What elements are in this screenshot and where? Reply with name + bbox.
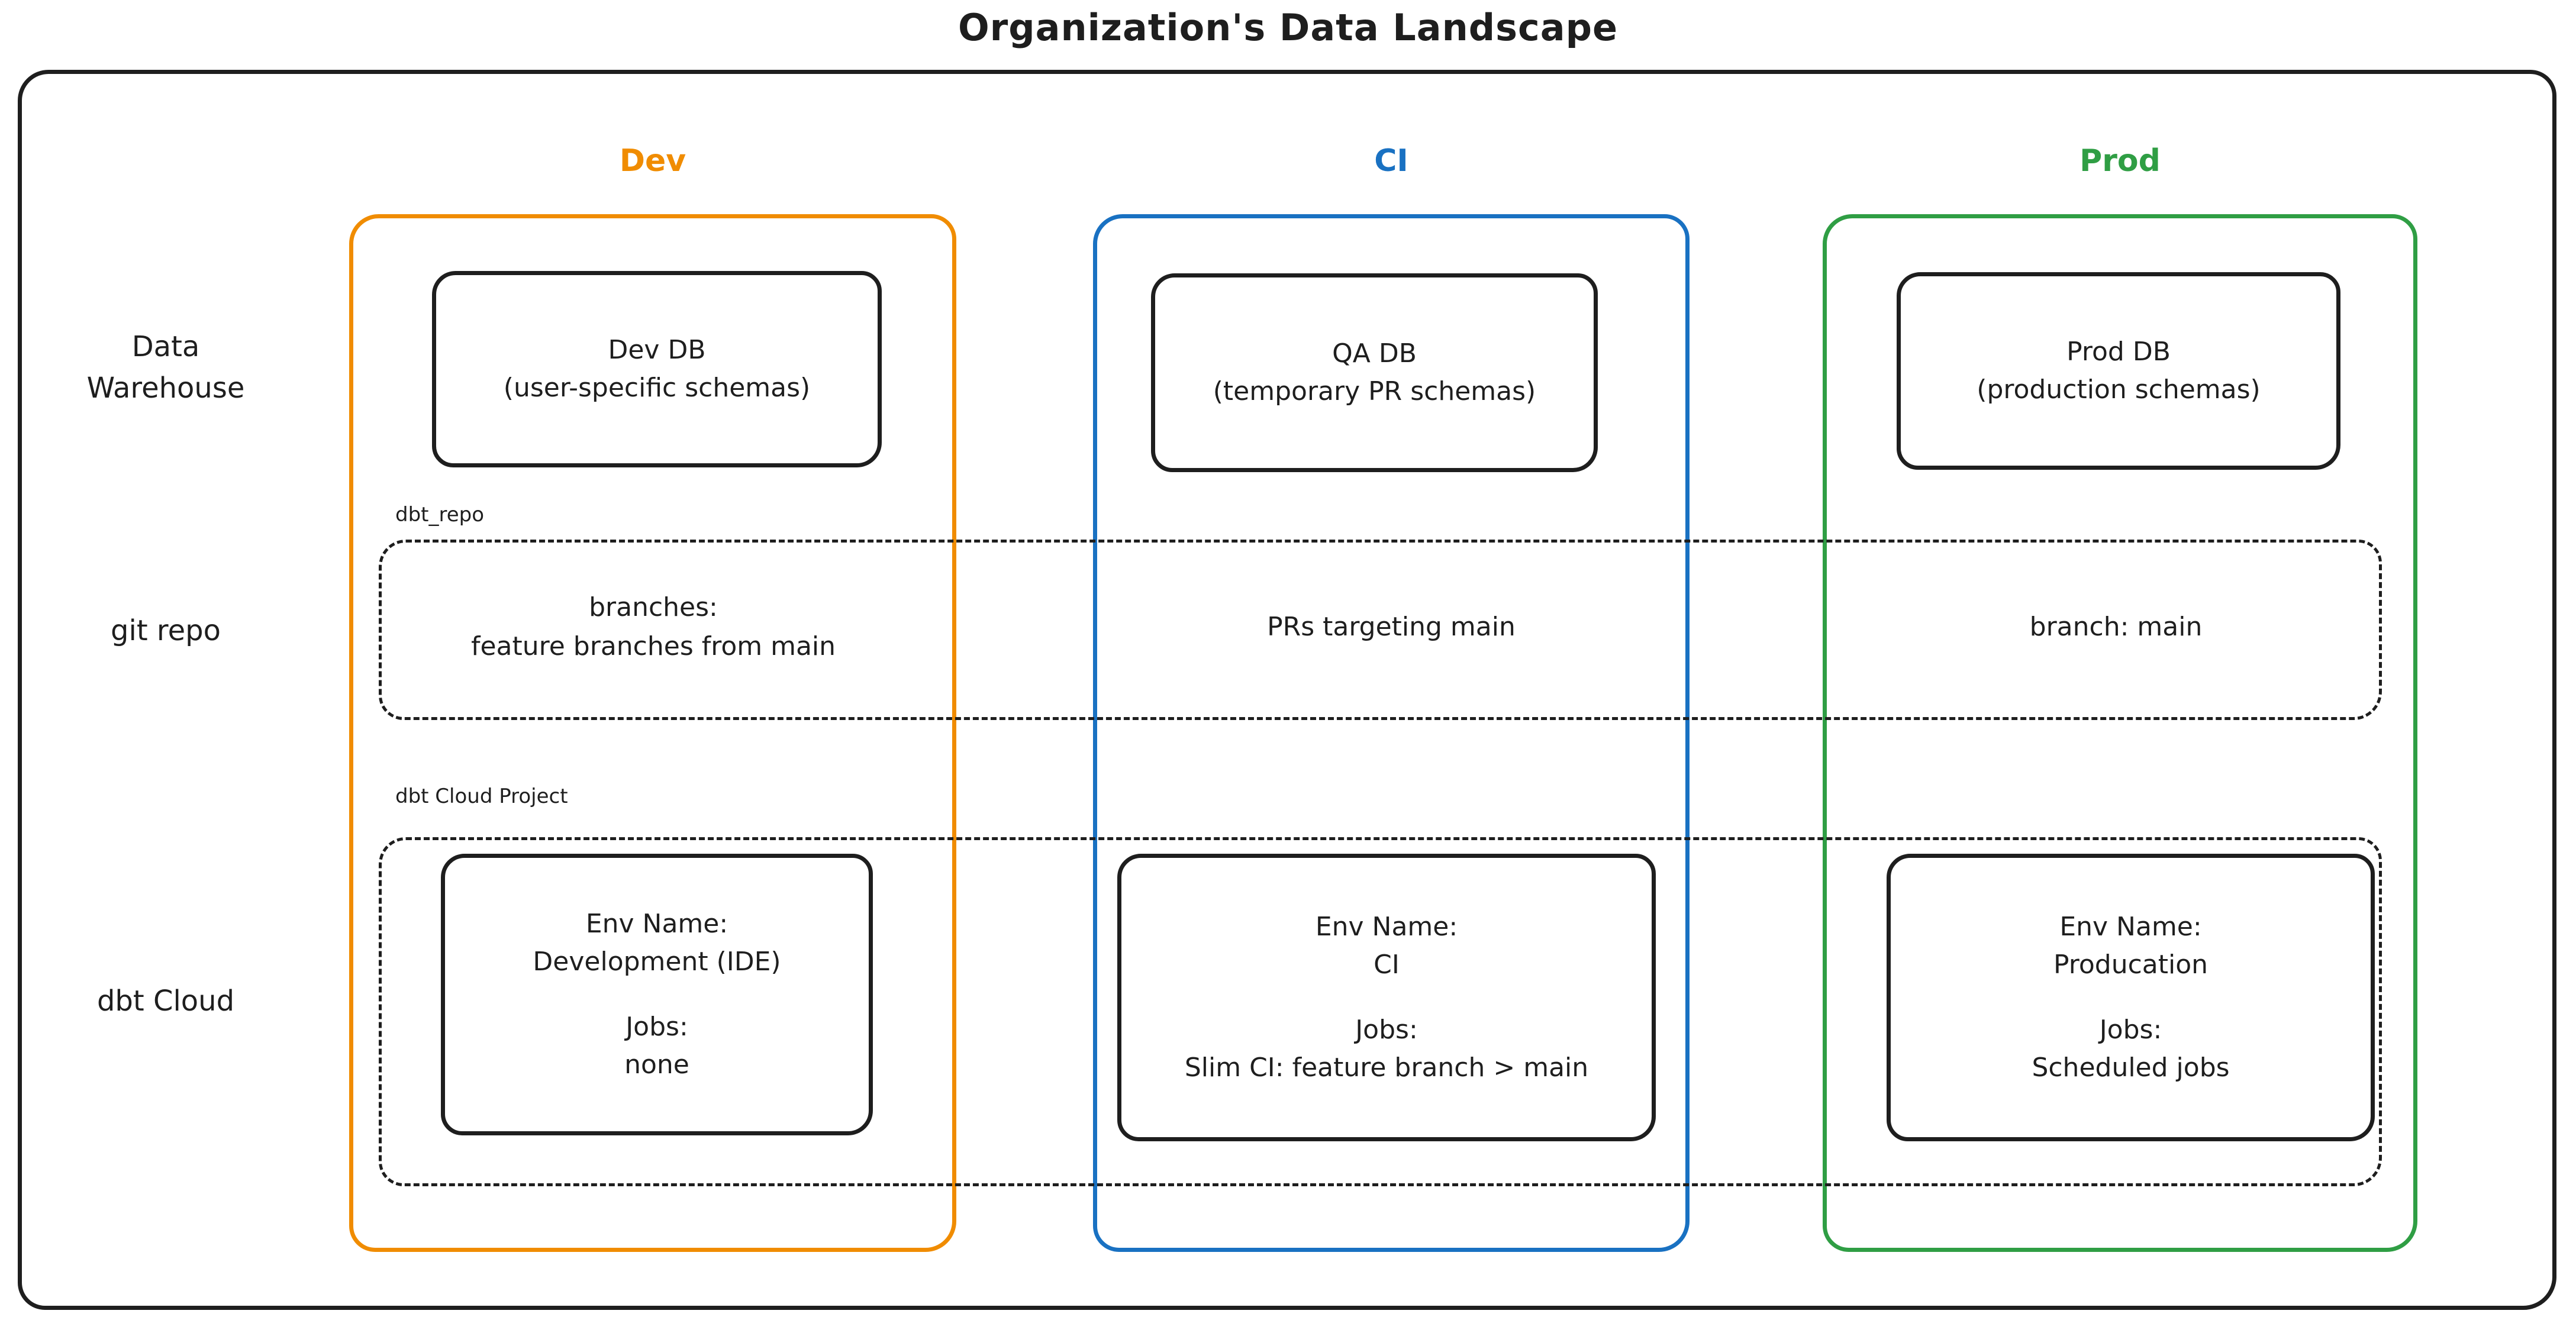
ci-env-name: CI xyxy=(1374,950,1400,980)
dev-db-subtitle: (user-specific schemas) xyxy=(503,373,811,403)
ci-jobs-label: Jobs: xyxy=(1355,1015,1418,1045)
prod-env-label: Env Name: xyxy=(2059,912,2202,942)
git-cell-prod: branch: main xyxy=(2029,612,2203,642)
qa-db-subtitle: (temporary PR schemas) xyxy=(1213,376,1536,406)
ci-column-outline xyxy=(1093,214,1690,1252)
ci-env-label: Env Name: xyxy=(1315,912,1458,942)
dev-jobs-label: Jobs: xyxy=(626,1012,688,1042)
dbt-env-prod-box: Env Name: Producation Jobs: Scheduled jo… xyxy=(1887,854,2375,1141)
git-cell-dev: branches: feature branches from main xyxy=(470,592,836,661)
dev-env-name: Development (IDE) xyxy=(533,947,781,977)
row-label-dbt-cloud: dbt Cloud xyxy=(96,984,235,1018)
dbt-env-dev-box: Env Name: Development (IDE) Jobs: none xyxy=(441,854,873,1135)
prod-jobs-value: Scheduled jobs xyxy=(2032,1052,2230,1083)
prod-column-outline xyxy=(1823,214,2417,1252)
qa-db-title: QA DB xyxy=(1332,338,1417,369)
dbt-repo-label: dbt_repo xyxy=(395,503,485,527)
dev-column-header: Dev xyxy=(619,143,686,179)
row-label-data-warehouse: Data Warehouse xyxy=(86,330,245,405)
prod-db-title: Prod DB xyxy=(2066,337,2171,367)
ci-column-header: CI xyxy=(1374,143,1408,179)
dbt-cloud-project-group xyxy=(379,837,2382,1186)
diagram-title: Organization's Data Landscape xyxy=(957,6,1619,49)
dev-jobs-value: none xyxy=(624,1049,689,1080)
ci-jobs-value: Slim CI: feature branch > main xyxy=(1184,1052,1589,1083)
dev-column-outline xyxy=(349,214,956,1252)
prod-db-subtitle: (production schemas) xyxy=(1977,375,2261,405)
qa-db-box: QA DB (temporary PR schemas) xyxy=(1151,273,1598,472)
prod-db-box: Prod DB (production schemas) xyxy=(1897,272,2340,470)
prod-env-name: Producation xyxy=(2053,950,2209,980)
git-cell-ci: PRs targeting main xyxy=(1267,612,1516,642)
dev-env-label: Env Name: xyxy=(585,909,728,940)
dev-db-box: Dev DB (user-specific schemas) xyxy=(432,271,882,467)
prod-jobs-label: Jobs: xyxy=(2099,1015,2162,1045)
dbt-repo-group xyxy=(379,540,2382,720)
prod-column-header: Prod xyxy=(2080,143,2161,179)
dbt-env-ci-box: Env Name: CI Jobs: Slim CI: feature bran… xyxy=(1117,854,1656,1141)
row-label-git-repo: git repo xyxy=(111,614,221,647)
dbt-cloud-project-label: dbt Cloud Project xyxy=(395,785,568,808)
dev-db-title: Dev DB xyxy=(608,335,706,366)
outer-frame xyxy=(18,70,2556,1310)
